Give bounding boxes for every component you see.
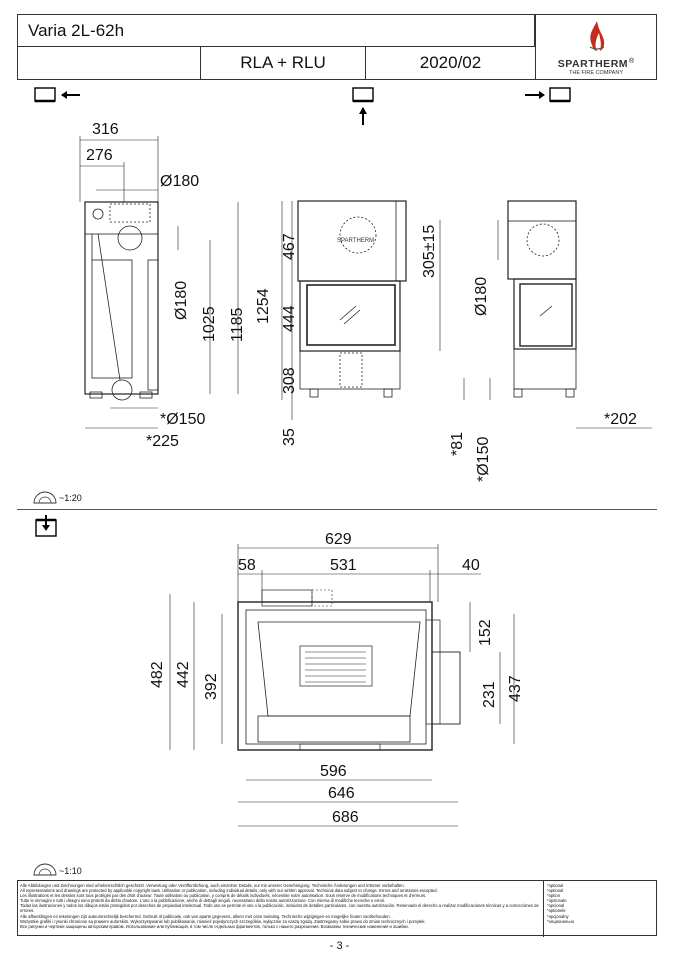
elevation-dimension-lines <box>79 136 652 429</box>
scale-icon-bottom <box>33 863 57 876</box>
optional-label: *optional <box>547 888 564 894</box>
copyright-line: Les illustrations et les dessins sont to… <box>20 893 427 899</box>
divider <box>17 509 657 510</box>
optional-label: *optionele <box>547 908 566 914</box>
brand-tagline: THE FIRE COMPANY <box>569 70 623 76</box>
copyright-line: Alle Abbildungen und Zeichnungen sind ur… <box>20 883 405 888</box>
variant-label: RLA + RLU <box>240 53 326 72</box>
dim-316: 316 <box>92 121 119 138</box>
optional-label: *option <box>547 893 561 899</box>
dim-flue-side: Ø180 <box>173 281 190 320</box>
dim-1254: 1254 <box>255 288 272 324</box>
date-label: 2020/02 <box>419 53 482 72</box>
view-front-icon <box>352 87 374 125</box>
dim-air-left: *Ø150 <box>160 411 205 428</box>
scale-icon <box>33 491 57 504</box>
dim-231: 231 <box>481 681 498 708</box>
optional-label: *optional <box>547 883 564 888</box>
optional-label: *opcjonalny <box>547 913 569 919</box>
dim-40: 40 <box>462 557 480 574</box>
front-view <box>297 200 407 398</box>
optional-label: *опционально <box>547 918 575 924</box>
left-side-view <box>84 201 159 401</box>
empty-cell <box>17 46 201 80</box>
optional-label: *opcional <box>547 903 565 909</box>
copyright-line: Все рисунки и чертежи защищены авторским… <box>20 923 409 929</box>
copyright-footer: Alle Abbildungen und Zeichnungen sind ur… <box>17 880 657 937</box>
logo-cell: SPARTHERM ® THE FIRE COMPANY <box>535 14 657 80</box>
date-cell: 2020/02 <box>365 46 536 80</box>
dim-308: 308 <box>281 367 298 394</box>
view-top-icon <box>35 515 57 537</box>
elevation-drawings: 316 276 Ø180 Ø180 1025 1185 *Ø150 *225 1… <box>79 121 652 482</box>
dim-152: 152 <box>477 619 494 646</box>
dim-58: 58 <box>238 557 256 574</box>
optional-legend: *optional *optional *option *opzionale *… <box>543 881 655 937</box>
dim-flue-right: Ø180 <box>473 277 490 316</box>
copyright-line: Wszystkie grafiki i rysunki chronione są… <box>20 918 426 924</box>
dim-482: 482 <box>149 661 166 688</box>
brand-plate: SPARTHERM <box>337 238 374 244</box>
scale-top: ~1:20 <box>59 493 82 503</box>
copyright-line: Todas las ilustraciones y todos los dibu… <box>20 903 539 914</box>
right-side-view <box>507 200 577 398</box>
copyright-line: All representations and drawings are pro… <box>20 888 438 894</box>
dim-305: 305±15 <box>421 225 438 278</box>
view-right-icon <box>525 87 571 103</box>
dim-392: 392 <box>203 673 220 700</box>
brand-name: SPARTHERM <box>557 58 629 70</box>
dim-531: 531 <box>330 557 357 574</box>
variant-cell: RLA + RLU <box>200 46 366 80</box>
page-number: - 3 - <box>329 940 350 952</box>
dim-596: 596 <box>320 763 347 780</box>
dim-444: 444 <box>281 305 298 332</box>
copyright-line: Alle afbeeldingen en tekeningen zijn aut… <box>20 913 391 919</box>
dim-35: 35 <box>281 428 298 446</box>
dim-202: *202 <box>604 411 637 428</box>
dim-225: *225 <box>146 433 179 450</box>
copyright-text: Alle Abbildungen und Zeichnungen sind ur… <box>20 883 540 929</box>
dim-467: 467 <box>281 233 298 260</box>
dim-437: 437 <box>507 675 524 702</box>
dim-276: 276 <box>86 147 113 164</box>
copyright-line: Tutte le immagini e tutti i disegni sono… <box>20 898 386 904</box>
dim-81: *81 <box>449 432 466 456</box>
registered-mark: ® <box>629 58 635 65</box>
optional-label: *opzionale <box>547 898 567 904</box>
plan-dimension-lines <box>169 544 515 827</box>
model-name: Varia 2L-62h <box>28 20 125 40</box>
dim-646: 646 <box>328 785 355 802</box>
dim-air-right: *Ø150 <box>475 437 492 482</box>
plan-view: 629 58 531 40 482 442 392 152 231 437 59… <box>149 531 524 827</box>
view-left-icon <box>34 87 80 103</box>
dim-442: 442 <box>175 661 192 688</box>
dim-1185: 1185 <box>229 307 246 342</box>
scale-bottom: ~1:10 <box>59 866 82 876</box>
dim-1025: 1025 <box>201 306 218 342</box>
dim-629: 629 <box>325 531 352 548</box>
dim-flue-top: Ø180 <box>160 173 199 190</box>
model-name-cell: Varia 2L-62h <box>17 14 535 47</box>
flame-logo-icon <box>589 21 605 51</box>
dim-686: 686 <box>332 809 359 826</box>
